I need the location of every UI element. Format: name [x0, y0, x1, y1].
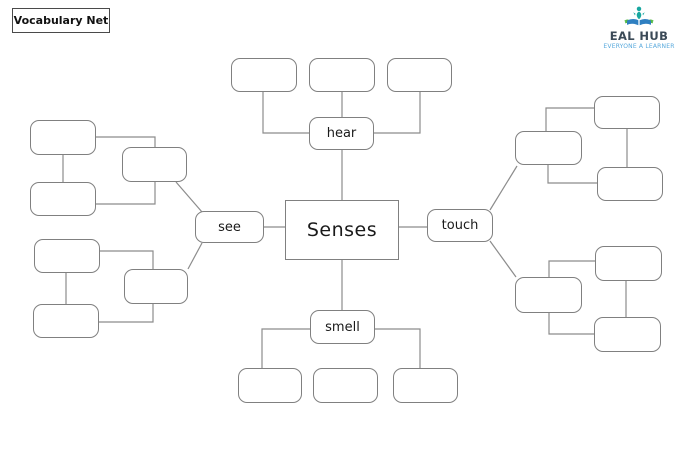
logo-tagline: EVERYONE A LEARNER — [603, 42, 675, 50]
empty-box-see-upper-2 — [122, 147, 187, 182]
empty-box-see-upper-1 — [30, 120, 96, 155]
node-senses: Senses — [285, 200, 399, 260]
connector-line — [99, 304, 154, 323]
empty-box-see-lower-2 — [124, 269, 188, 304]
node-hear: hear — [309, 117, 374, 150]
eal-hub-logo: EAL HUB EVERYONE A LEARNER — [600, 5, 678, 50]
empty-box-touch-lower-3 — [594, 317, 661, 352]
empty-box-see-lower-3 — [33, 304, 99, 338]
empty-box-smell-left — [238, 368, 302, 403]
node-smell: smell — [310, 310, 375, 344]
empty-box-touch-upper-1 — [515, 131, 582, 165]
empty-box-touch-upper-3 — [597, 167, 663, 201]
connector-line — [548, 313, 594, 335]
connector-line — [374, 92, 421, 134]
worksheet-title: Vocabulary Net — [13, 14, 109, 27]
connector-line — [175, 181, 203, 213]
empty-box-touch-upper-2 — [594, 96, 660, 129]
connector-line — [489, 240, 517, 278]
empty-box-touch-lower-2 — [595, 246, 662, 281]
connector-line — [489, 165, 518, 211]
empty-box-touch-lower-1 — [515, 277, 582, 313]
connector-line — [96, 136, 156, 147]
empty-box-see-lower-1 — [34, 239, 100, 273]
connector-line — [262, 92, 309, 134]
empty-box-smell-right — [393, 368, 458, 403]
connector-line — [548, 260, 595, 278]
empty-box-smell-middle — [313, 368, 378, 403]
connector-line — [545, 107, 594, 132]
connector-line — [261, 328, 310, 368]
connector-line — [547, 165, 597, 184]
connector-line — [187, 242, 203, 270]
logo-name: EAL HUB — [609, 29, 669, 43]
node-see: see — [195, 211, 264, 243]
connector-line — [100, 250, 154, 269]
empty-box-hear-right — [387, 58, 452, 92]
eal-hub-logo-icon — [624, 6, 654, 26]
empty-box-see-upper-3 — [30, 182, 96, 216]
empty-box-hear-left — [231, 58, 297, 92]
connector-line — [96, 182, 156, 205]
empty-box-hear-middle — [309, 58, 375, 92]
connector-line — [375, 328, 421, 368]
worksheet-title-box: Vocabulary Net — [12, 8, 110, 33]
node-touch: touch — [427, 209, 493, 242]
